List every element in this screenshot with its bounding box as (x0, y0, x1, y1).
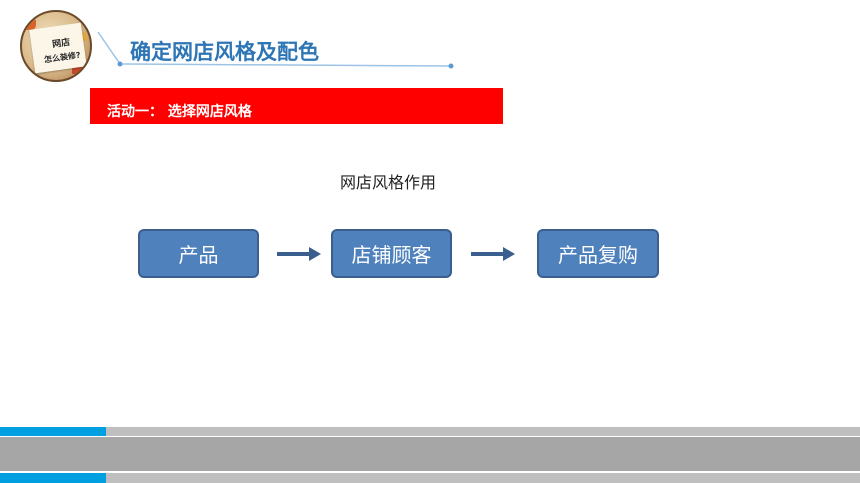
leaf-decoration (26, 20, 36, 30)
footer-band-bottom (0, 473, 860, 483)
footer-band-top (0, 427, 860, 436)
flow-subheading: 网店风格作用 (339, 173, 436, 192)
activity-banner: 活动一： 选择网店风格 (90, 88, 503, 124)
right-arrow-icon (471, 247, 515, 261)
logo-text-line1: 网店 (51, 37, 71, 51)
leaf-decoration (72, 66, 82, 74)
logo-badge: 网店 怎么装修? (20, 10, 92, 82)
title-underline-decoration (97, 31, 454, 69)
flow-box-store-customer: 店铺顾客 (331, 229, 452, 278)
footer-accent-bottom (0, 473, 106, 483)
page-title: 确定网店风格及配色 (130, 40, 319, 64)
activity-banner-label: 活动一： 选择网店风格 (107, 104, 252, 120)
flow-box-product: 产品 (138, 229, 259, 278)
flow-box-repurchase: 产品复购 (537, 229, 659, 278)
footer-band-middle (0, 437, 860, 471)
footer-accent-top (0, 427, 106, 436)
right-arrow-icon (277, 247, 321, 261)
